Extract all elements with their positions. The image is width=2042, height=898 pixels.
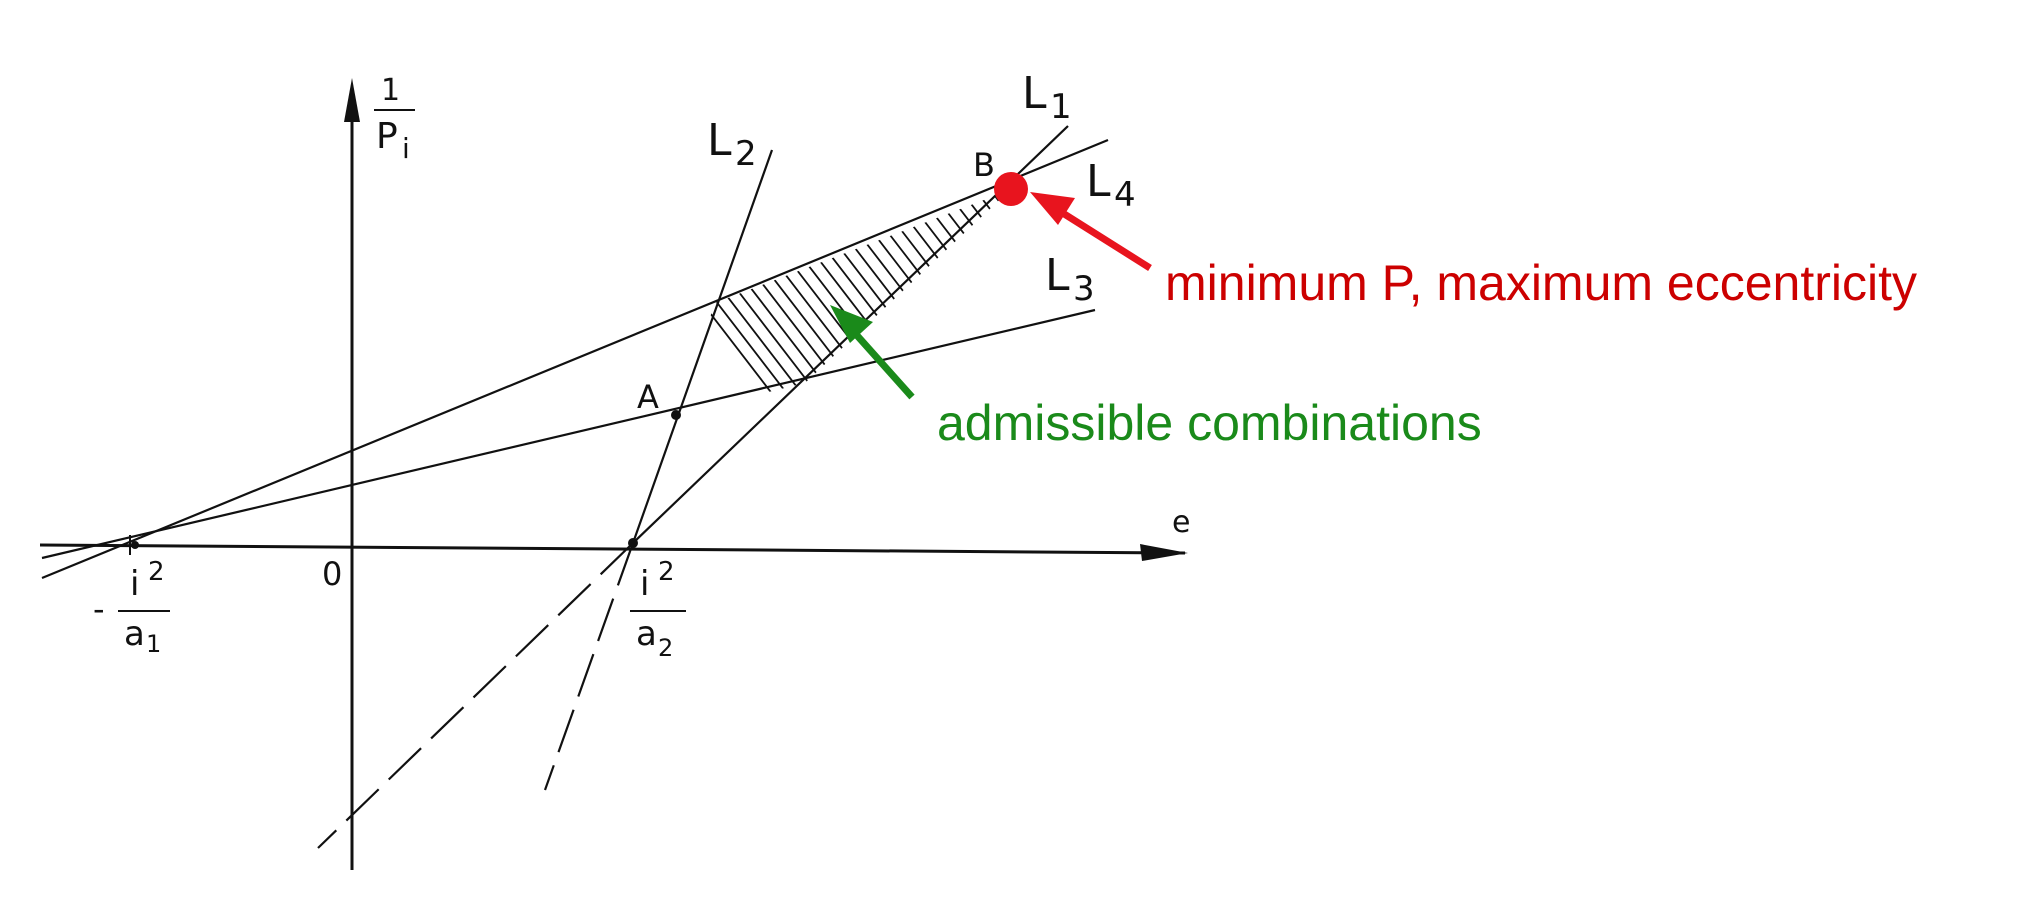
hatch-line xyxy=(794,190,996,415)
label-l4: L 4 xyxy=(1086,156,1136,215)
svg-text:4: 4 xyxy=(1114,175,1136,215)
y-axis-label-subscript: i xyxy=(402,132,410,165)
region-arrow xyxy=(830,305,915,400)
point-b-label: B xyxy=(973,146,995,184)
label-l1: L 1 xyxy=(1022,68,1072,127)
x-axis-arrow-icon xyxy=(1140,544,1188,561)
svg-text:3: 3 xyxy=(1073,269,1095,309)
label-l3: L 3 xyxy=(1045,250,1095,309)
hatch-line xyxy=(704,190,906,415)
svg-text:1: 1 xyxy=(1050,87,1072,127)
origin-label: 0 xyxy=(322,555,342,593)
x-axis xyxy=(39,543,1186,555)
optimum-arrow xyxy=(1030,192,1152,271)
optimum-annotation: minimum P, maximum eccentricity xyxy=(1165,255,1917,311)
left-tick-denominator: a xyxy=(124,614,145,654)
left-tick-minus: - xyxy=(93,590,105,628)
svg-text:L: L xyxy=(1045,250,1070,301)
hatch-line xyxy=(749,190,951,415)
svg-text:L: L xyxy=(1022,68,1047,119)
left-tick-numerator-exp: 2 xyxy=(148,557,165,587)
y-axis-arrow-icon xyxy=(344,78,360,122)
y-axis-label-denominator: P xyxy=(376,116,398,157)
hatch-line xyxy=(869,190,1010,415)
point-a-label: A xyxy=(637,378,659,416)
point-i2-a2 xyxy=(628,538,638,548)
optimum-point-b-marker xyxy=(994,172,1028,206)
hatch-line xyxy=(944,190,1010,415)
right-tick-denominator: a xyxy=(636,614,657,654)
hatch-line xyxy=(824,190,1010,415)
svg-text:L: L xyxy=(707,115,732,166)
hatch-line xyxy=(764,190,966,415)
right-tick-numerator: i xyxy=(640,564,649,604)
line-l2 xyxy=(631,149,774,544)
region-annotation: admissible combinations xyxy=(937,395,1482,451)
svg-text:L: L xyxy=(1086,156,1111,207)
line-l2-dashed-extension xyxy=(543,542,635,791)
svg-text:2: 2 xyxy=(735,134,757,174)
hatch-line xyxy=(676,190,801,415)
line-l1-dashed-extension xyxy=(317,542,634,849)
hatch-line xyxy=(676,190,876,415)
right-tick-denominator-sub: 2 xyxy=(658,634,673,662)
hatch-line xyxy=(779,190,981,415)
point-a-marker xyxy=(671,410,681,420)
left-tick-denominator-sub: 1 xyxy=(146,630,161,658)
label-l2: L 2 xyxy=(707,115,757,174)
line-l4 xyxy=(41,138,1109,580)
right-tick-numerator-exp: 2 xyxy=(658,557,675,587)
line-l3 xyxy=(41,308,1096,560)
hatch-line xyxy=(929,190,1010,415)
x-axis-label: e xyxy=(1172,505,1190,540)
hatch-line xyxy=(676,190,846,415)
hatch-line xyxy=(899,190,1010,415)
left-tick-numerator: i xyxy=(130,564,139,604)
hatch-line xyxy=(676,190,831,415)
y-axis-label-numerator: 1 xyxy=(381,73,400,108)
point-neg-i2-a1 xyxy=(131,541,139,549)
hatch-line xyxy=(676,190,861,415)
